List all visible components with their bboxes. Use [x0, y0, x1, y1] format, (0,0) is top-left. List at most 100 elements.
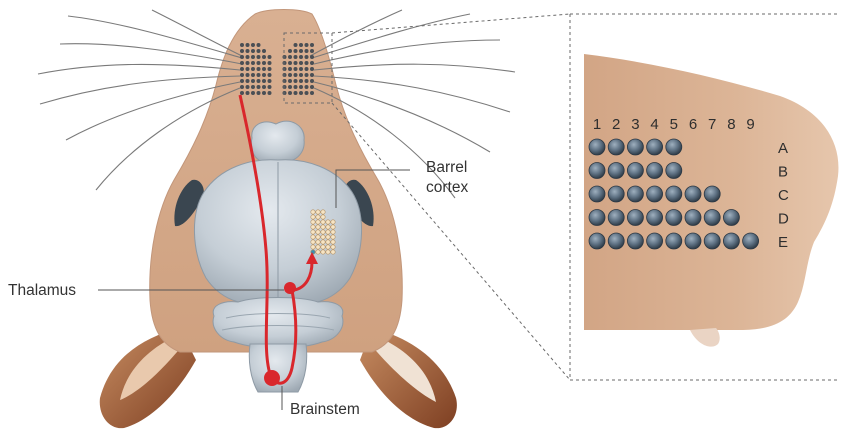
barrel-circle [321, 230, 325, 234]
whisker-follicle-dot [240, 79, 244, 83]
barrel-circle [331, 250, 335, 254]
whisker-follicle-dot [240, 43, 244, 47]
whisker-dot [608, 139, 624, 155]
barrel-circle [321, 250, 325, 254]
whisker-row-label: D [778, 211, 789, 228]
barrel-circle [326, 240, 330, 244]
whisker-follicle-dot [262, 61, 266, 65]
whisker-follicle-dot [310, 43, 314, 47]
whisker-follicle-dot [305, 67, 309, 71]
whisker-follicle-dot [246, 43, 250, 47]
whisker-follicle-dot [251, 73, 255, 77]
whisker-dot [608, 210, 624, 226]
whisker-row-label: C [778, 187, 789, 204]
whisker-dot [666, 233, 682, 249]
whisker-follicle-dot [310, 67, 314, 71]
whisker-column-label: 5 [670, 116, 678, 133]
barrel-circle [316, 215, 320, 219]
whisker-dot [647, 163, 663, 179]
whisker-follicle-dot [294, 43, 298, 47]
whisker-follicle-dot [288, 85, 292, 89]
whisker-follicle-dot [288, 73, 292, 77]
barrel-circle [311, 215, 315, 219]
whisker-follicle-dot [294, 67, 298, 71]
whisker-dot [685, 233, 701, 249]
whisker-follicle-dot [268, 79, 272, 83]
whisker-follicle-dot [310, 91, 314, 95]
whisker-follicle-dot [262, 85, 266, 89]
whisker-follicle-dot [299, 49, 303, 53]
whisker-dot [723, 233, 739, 249]
whisker-column-label: 2 [612, 116, 620, 133]
whisker-follicle-dot [268, 67, 272, 71]
barrel-circle [321, 245, 325, 249]
barrel-circle [311, 235, 315, 239]
whisker-dot [608, 233, 624, 249]
barrel-circle [316, 210, 320, 214]
whisker-follicle-dot [299, 61, 303, 65]
barrel-circle [311, 245, 315, 249]
whisker-dot [589, 163, 605, 179]
whisker-follicle-dot [288, 79, 292, 83]
whisker-follicle-dot [305, 79, 309, 83]
whisker-dot [627, 186, 643, 202]
whisker-follicle-dot [246, 67, 250, 71]
whisker-follicle-dot [262, 49, 266, 53]
whisker-column-label: 7 [708, 116, 716, 133]
whisker-follicle-dot [251, 61, 255, 65]
olfactory-bulbs [251, 121, 304, 162]
whisker-dot [589, 210, 605, 226]
whisker-dot [685, 210, 701, 226]
barrel-circle [311, 240, 315, 244]
whisker-follicle-dot [257, 85, 261, 89]
brainstem-shape [249, 344, 306, 392]
whisker-follicle-dot [294, 79, 298, 83]
barrel-circle [326, 220, 330, 224]
thalamus-label: Thalamus [8, 282, 76, 299]
whisker-follicle-dot [257, 73, 261, 77]
whisker-follicle-dot [262, 55, 266, 59]
whisker-follicle-dot [299, 73, 303, 77]
whisker-dot [704, 186, 720, 202]
barrel-circle [321, 225, 325, 229]
whisker-follicle-dot [310, 49, 314, 53]
snout-lip [690, 328, 720, 347]
whisker-dot [627, 163, 643, 179]
whisker-follicle-dot [299, 67, 303, 71]
whisker-follicle-dot [268, 91, 272, 95]
whisker-follicle-dot [310, 73, 314, 77]
whisker-follicle-dot [257, 55, 261, 59]
whisker-follicle-dot [257, 49, 261, 53]
whisker-dot [704, 210, 720, 226]
whisker-follicle-dot [288, 61, 292, 65]
whisker-follicle-dot [305, 43, 309, 47]
whisker-dot [743, 233, 759, 249]
whisker-dot [666, 210, 682, 226]
whisker-follicle-dot [246, 73, 250, 77]
whisker-follicle-dot [299, 91, 303, 95]
whisker-follicle-dot [251, 67, 255, 71]
whisker-follicle-dot [251, 43, 255, 47]
whisker-follicle-dot [294, 85, 298, 89]
barrel-circle [321, 220, 325, 224]
whisker-dot [704, 233, 720, 249]
whisker-follicle-dot [310, 85, 314, 89]
barrel-circle [321, 210, 325, 214]
whisker-follicle-dot [294, 49, 298, 53]
whisker-follicle-dot [251, 49, 255, 53]
barrel-circle [331, 225, 335, 229]
barrel-circle [311, 210, 315, 214]
barrel-circle [326, 225, 330, 229]
brainstem-node [264, 370, 280, 386]
whisker-follicle-dot [246, 61, 250, 65]
barrel-circle [316, 245, 320, 249]
whisker-column-label: 4 [650, 116, 658, 133]
whisker-follicle-dot [262, 79, 266, 83]
whisker-follicle-dot [305, 73, 309, 77]
whisker-dot [589, 233, 605, 249]
whisker-follicle-dot [310, 61, 314, 65]
whisker-dot [647, 233, 663, 249]
whisker-follicle-dot [257, 91, 261, 95]
whisker-follicle-dot [299, 85, 303, 89]
